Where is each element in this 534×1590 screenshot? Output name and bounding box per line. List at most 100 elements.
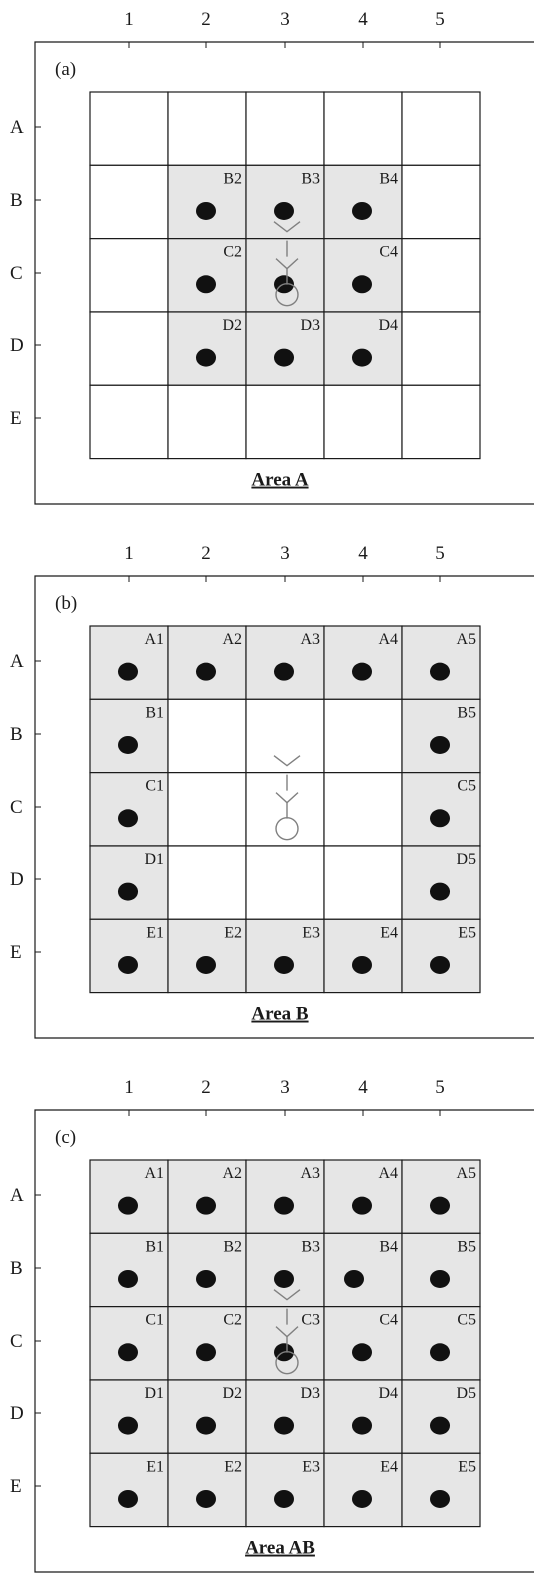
cell-box: [401, 845, 481, 920]
cell-label-B5: B5: [457, 704, 476, 721]
cell-box: [89, 845, 169, 920]
sensor-dot: [274, 662, 294, 681]
cell-D5: [401, 311, 481, 386]
cell-box: [245, 845, 325, 920]
cell-D1: D1: [89, 845, 169, 920]
cell-box: [167, 238, 247, 313]
cell-C2: C2: [167, 1306, 247, 1381]
cell-label-E5: E5: [458, 924, 476, 941]
cell-label-E2: E2: [224, 1458, 242, 1475]
cell-B3: B3: [245, 164, 325, 240]
cell-A2: A2: [167, 625, 247, 700]
cell-label-D2: D2: [222, 317, 242, 334]
column-number-2: 2: [201, 543, 211, 564]
cell-A1: A1: [89, 625, 169, 700]
cell-label-B1: B1: [145, 704, 164, 721]
row-label-D: D: [10, 869, 24, 890]
sensor-dot: [118, 1489, 138, 1508]
column-number-5: 5: [435, 543, 445, 564]
cell-E4: [323, 384, 403, 460]
cell-label-A5: A5: [456, 631, 476, 648]
cell-C3: [245, 772, 325, 847]
cell-label-A2: A2: [222, 631, 242, 648]
cell-label-A3: A3: [300, 631, 320, 648]
cell-D4: D4: [323, 1379, 403, 1454]
cell-box: [401, 1452, 481, 1528]
cell-box: [245, 772, 325, 847]
cell-B4: B4: [323, 1232, 403, 1308]
cell-label-D5: D5: [456, 1385, 476, 1402]
cell-A3: A3: [245, 1159, 325, 1234]
cell-label-E3: E3: [302, 924, 320, 941]
cell-E3: [245, 384, 325, 460]
cell-A2: A2: [167, 1159, 247, 1234]
cell-E2: E2: [167, 1452, 247, 1528]
sensor-dot: [118, 662, 138, 681]
cell-box: [323, 384, 403, 460]
cell-E5: E5: [401, 918, 481, 994]
cell-box: [167, 772, 247, 847]
cell-D2: D2: [167, 311, 247, 386]
row-label-C: C: [10, 263, 23, 284]
cell-box: [401, 311, 481, 386]
sensor-dot: [430, 662, 450, 681]
cell-label-E1: E1: [146, 1458, 164, 1475]
cell-C4: C4: [323, 238, 403, 313]
cell-box: [401, 238, 481, 313]
cell-box: [167, 1306, 247, 1381]
cell-A5: A5: [401, 1159, 481, 1234]
cell-box: [167, 625, 247, 700]
area-title: Area A: [251, 470, 308, 491]
cell-E5: E5: [401, 1452, 481, 1528]
row-label-B: B: [10, 190, 23, 211]
sensor-dot: [430, 882, 450, 901]
row-label-C: C: [10, 1331, 23, 1352]
cell-label-B2: B2: [223, 1238, 242, 1255]
cell-E2: [167, 384, 247, 460]
cell-A4: [323, 91, 403, 166]
sensor-dot: [274, 348, 294, 367]
sensor-dot: [118, 735, 138, 754]
sensor-dot: [196, 1196, 216, 1215]
cell-E1: E1: [89, 918, 169, 994]
cell-D5: D5: [401, 845, 481, 920]
column-number-3: 3: [280, 9, 290, 30]
area-title: Area AB: [245, 1538, 315, 1559]
sensor-dot: [274, 201, 294, 220]
sensor-dot: [118, 1269, 138, 1288]
cell-label-B1: B1: [145, 1238, 164, 1255]
cell-C1: C1: [89, 1306, 169, 1381]
column-number-1: 1: [124, 543, 134, 564]
row-label-A: A: [10, 117, 24, 138]
panel-tag: (c): [55, 1127, 76, 1148]
cell-B2: B2: [167, 1232, 247, 1308]
sensor-dot: [352, 275, 372, 294]
cell-box: [323, 845, 403, 920]
cell-label-C1: C1: [145, 778, 164, 795]
cell-box: [323, 91, 403, 166]
cell-D3: [245, 845, 325, 920]
sensor-dot: [196, 348, 216, 367]
sensor-dot: [430, 1416, 450, 1435]
column-number-3: 3: [280, 1077, 290, 1098]
panel-tag: (a): [55, 59, 76, 80]
cell-box: [89, 311, 169, 386]
cell-box: [245, 698, 325, 774]
cell-label-D1: D1: [144, 851, 164, 868]
cell-box: [167, 91, 247, 166]
cell-box: [401, 772, 481, 847]
cell-box: [401, 698, 481, 774]
column-number-3: 3: [280, 543, 290, 564]
cell-B5: B5: [401, 698, 481, 774]
cell-box: [167, 1159, 247, 1234]
sensor-dot: [430, 809, 450, 828]
cell-label-A1: A1: [144, 1165, 164, 1182]
sensor-dot: [118, 882, 138, 901]
sensor-dot: [118, 955, 138, 974]
cell-label-C3: C3: [301, 1312, 320, 1329]
sensor-dot: [352, 201, 372, 220]
cell-E5: [401, 384, 481, 460]
cell-label-C1: C1: [145, 1312, 164, 1329]
cell-C5: C5: [401, 1306, 481, 1381]
cell-A1: A1: [89, 1159, 169, 1234]
